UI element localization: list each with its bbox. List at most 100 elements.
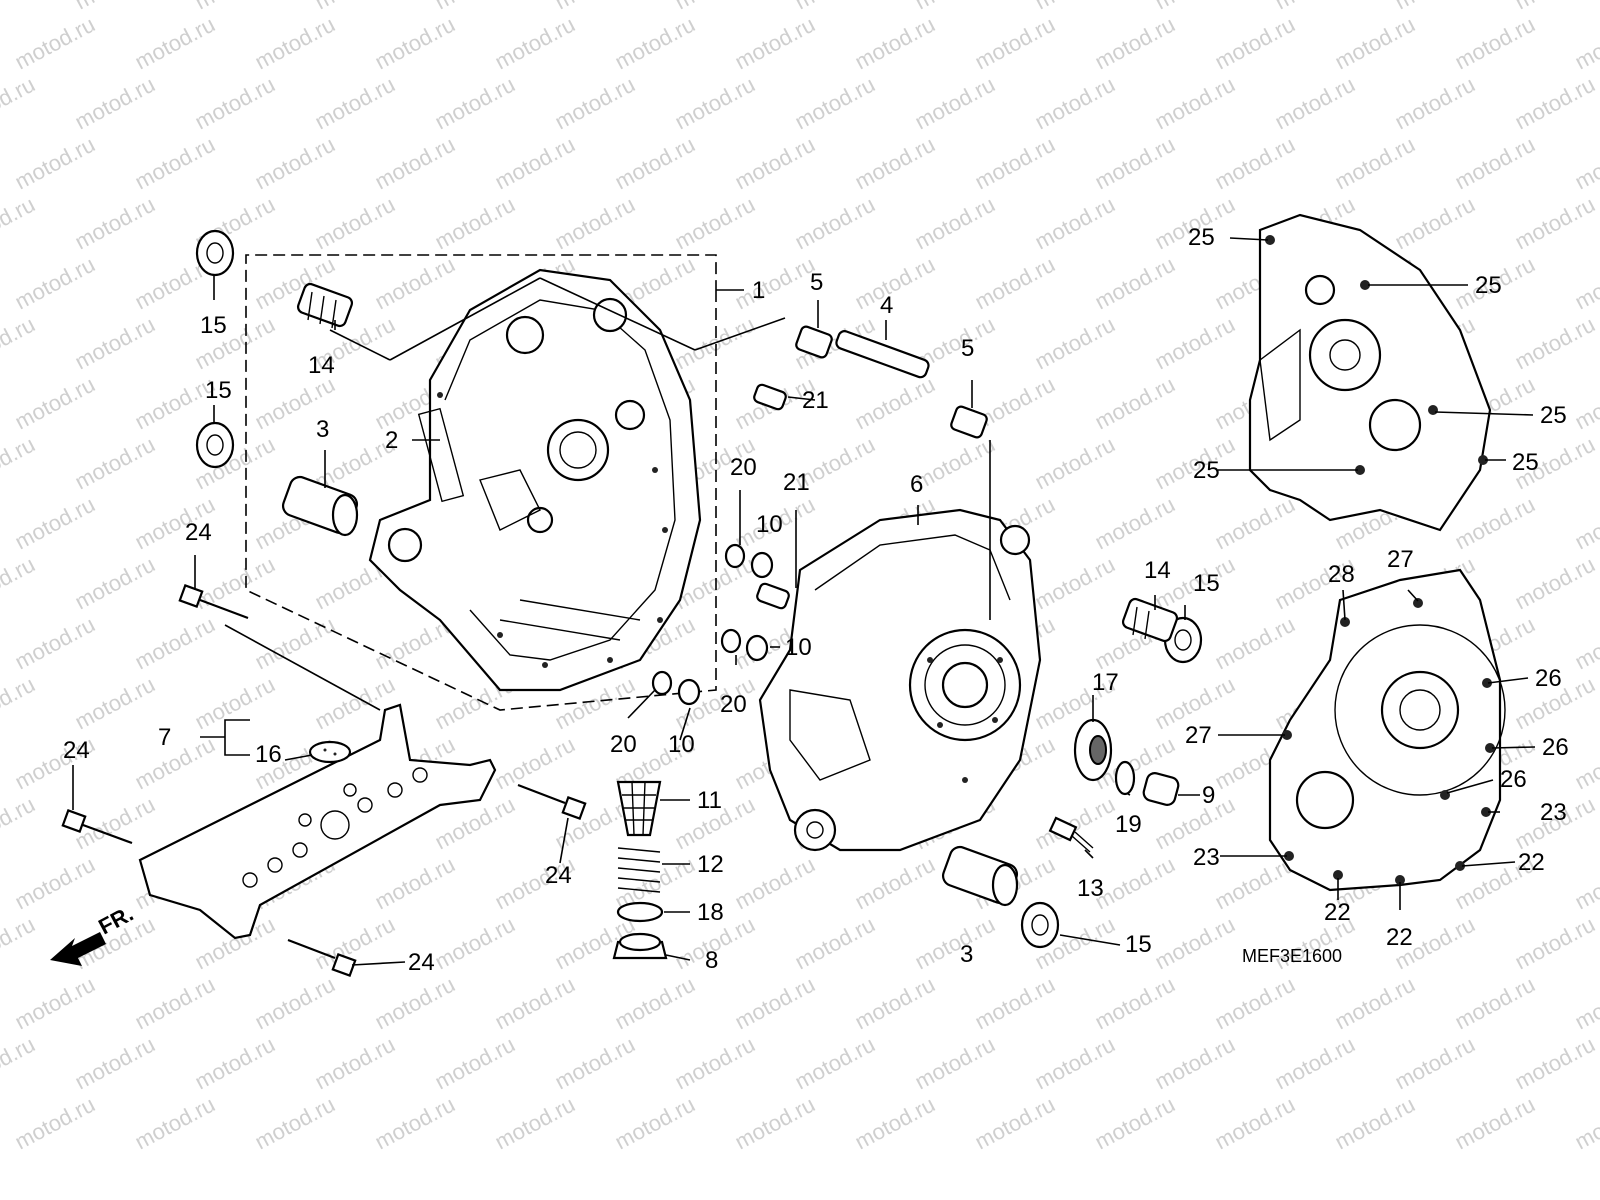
needle-bearing-right bbox=[1121, 597, 1179, 643]
callout-labels: 1 2 3 3 4 5 5 6 7 8 9 10 10 10 11 12 13 … bbox=[63, 224, 1569, 976]
watermark-text: motod.ru bbox=[1391, 0, 1479, 14]
watermark-text: motod.ru bbox=[671, 72, 759, 135]
callout-18: 18 bbox=[697, 899, 724, 926]
watermark-text: motod.ru bbox=[371, 1092, 459, 1155]
callout-10: 10 bbox=[756, 511, 783, 538]
dowel-b bbox=[745, 634, 769, 662]
bushing-bottom bbox=[941, 845, 1019, 907]
callout-17: 17 bbox=[1092, 669, 1119, 696]
watermark-text: motod.ru bbox=[1211, 972, 1299, 1035]
watermark-text: motod.ru bbox=[251, 972, 339, 1035]
watermark-text: motod.ru bbox=[131, 732, 219, 795]
watermark-text: motod.ru bbox=[251, 612, 339, 675]
callout-23: 23 bbox=[1540, 799, 1567, 826]
watermark-text: motod.ru bbox=[1031, 552, 1119, 615]
watermark-text: motod.ru bbox=[791, 0, 879, 14]
watermark-text: motod.ru bbox=[1031, 792, 1119, 855]
watermark-text: motod.ru bbox=[491, 972, 579, 1035]
watermark-text: motod.ru bbox=[671, 192, 759, 255]
callout-25: 25 bbox=[1540, 402, 1567, 429]
watermark-text: motod.ru bbox=[731, 252, 819, 315]
oil-strainer bbox=[616, 780, 662, 837]
watermark-text: motod.ru bbox=[1211, 612, 1299, 675]
watermark-text: motod.ru bbox=[1211, 12, 1299, 75]
watermark-text: motod.ru bbox=[971, 12, 1059, 75]
callout-2: 2 bbox=[385, 427, 398, 454]
watermark-text: motod.ru bbox=[11, 852, 99, 915]
watermark-text: motod.ru bbox=[851, 252, 939, 315]
callout-19: 19 bbox=[1115, 811, 1142, 838]
watermark-text: motod.ru bbox=[11, 492, 99, 555]
watermark-text: motod.ru bbox=[0, 672, 39, 735]
callout-7: 7 bbox=[158, 724, 171, 751]
watermark-text: motod.ru bbox=[791, 192, 879, 255]
watermark-text: motod.ru bbox=[191, 552, 279, 615]
watermark-text: motod.ru bbox=[911, 72, 999, 135]
callout-5: 5 bbox=[961, 335, 974, 362]
watermark-text: motod.ru bbox=[1091, 852, 1179, 915]
callout-4: 4 bbox=[880, 292, 893, 319]
watermark-text: motod.ru bbox=[11, 372, 99, 435]
watermark-text: motod.ru bbox=[71, 432, 159, 495]
watermark-text: motod.ru bbox=[0, 0, 39, 14]
watermark-text: motod.ru bbox=[431, 1032, 519, 1095]
watermark-text: motod.ru bbox=[911, 0, 999, 14]
watermark-text: motod.ru bbox=[11, 252, 99, 315]
watermark-text: motod.ru bbox=[731, 852, 819, 915]
watermark-text: motod.ru bbox=[851, 1092, 939, 1155]
right-crankcase-half bbox=[758, 508, 1042, 852]
watermark-text: motod.ru bbox=[1511, 0, 1599, 14]
watermark-text: motod.ru bbox=[851, 852, 939, 915]
watermark-text: motod.ru bbox=[1091, 972, 1179, 1035]
watermark-text: motod.ru bbox=[0, 432, 39, 495]
watermark-text: motod.ru bbox=[971, 972, 1059, 1035]
watermark-text: motod.ru bbox=[1391, 192, 1479, 255]
watermark-text: motod.ru bbox=[1511, 312, 1599, 375]
watermark-text: motod.ru bbox=[851, 972, 939, 1035]
watermark-text: motod.ru bbox=[1211, 132, 1299, 195]
watermark-text: motod.ru bbox=[1451, 12, 1539, 75]
callout-6: 6 bbox=[910, 471, 923, 498]
callout-10: 10 bbox=[785, 634, 812, 661]
watermark-text: motod.ru bbox=[1511, 72, 1599, 135]
collar-upper-left bbox=[795, 325, 833, 359]
engine-mount-bracket bbox=[138, 703, 497, 940]
watermark-text: motod.ru bbox=[251, 132, 339, 195]
watermark-text: motod.ru bbox=[1451, 1092, 1539, 1155]
dowel-c bbox=[677, 678, 701, 706]
watermark-text: motod.ru bbox=[611, 972, 699, 1035]
watermark-text: motod.ru bbox=[131, 132, 219, 195]
callout-20: 20 bbox=[730, 454, 757, 481]
watermark-text: motod.ru bbox=[1571, 492, 1600, 555]
watermark-text: motod.ru bbox=[1091, 1092, 1179, 1155]
watermark-text: motod.ru bbox=[71, 672, 159, 735]
watermark-text: motod.ru bbox=[971, 132, 1059, 195]
callout-5: 5 bbox=[810, 269, 823, 296]
watermark-text: motod.ru bbox=[611, 1092, 699, 1155]
watermark-text: motod.ru bbox=[191, 72, 279, 135]
watermark-text: motod.ru bbox=[371, 12, 459, 75]
grommet-top bbox=[195, 229, 235, 277]
watermark-text: motod.ru bbox=[0, 552, 39, 615]
watermark-text: motod.ru bbox=[911, 192, 999, 255]
strainer-o-ring bbox=[616, 901, 664, 923]
callout-13: 13 bbox=[1077, 875, 1104, 902]
watermark-text: motod.ru bbox=[1151, 312, 1239, 375]
bolt-middle bbox=[517, 783, 587, 821]
watermark-text: motod.ru bbox=[731, 1092, 819, 1155]
watermark-text: motod.ru bbox=[11, 612, 99, 675]
callout-15: 15 bbox=[1193, 570, 1220, 597]
watermark-text: motod.ru bbox=[1511, 912, 1599, 975]
bushing-left bbox=[281, 475, 359, 537]
watermark-text: motod.ru bbox=[0, 192, 39, 255]
watermark-text: motod.ru bbox=[1151, 0, 1239, 14]
callout-3: 3 bbox=[960, 941, 973, 968]
watermark-text: motod.ru bbox=[1031, 192, 1119, 255]
bolt-upper bbox=[178, 583, 249, 620]
watermark-text: motod.ru bbox=[851, 372, 939, 435]
callout-23: 23 bbox=[1193, 844, 1220, 871]
callout-24: 24 bbox=[545, 862, 572, 889]
watermark-text: motod.ru bbox=[71, 0, 159, 14]
watermark-text: motod.ru bbox=[1271, 1032, 1359, 1095]
watermark-text: motod.ru bbox=[0, 72, 39, 135]
